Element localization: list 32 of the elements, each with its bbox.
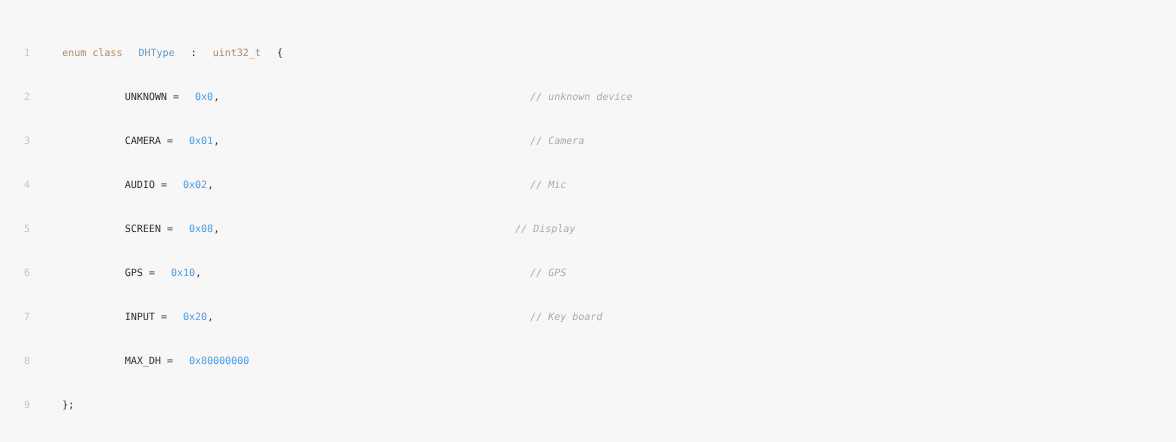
hex-value: 0x10 bbox=[171, 268, 195, 277]
code-text: , bbox=[215, 230, 218, 234]
code-text: , bbox=[209, 186, 212, 190]
hex-value: 0x08 bbox=[189, 224, 213, 233]
hex-value: 0x01 bbox=[189, 136, 213, 145]
code-text: INPUT = bbox=[125, 312, 167, 321]
code-text: , bbox=[209, 318, 212, 322]
code-text: AUDIO = bbox=[125, 180, 167, 189]
code-text: , bbox=[197, 274, 200, 278]
code-text: MAX_DH = bbox=[125, 356, 173, 367]
hex-value: 0x02 bbox=[183, 180, 207, 189]
hex-value: 0x80000000 bbox=[189, 356, 249, 365]
code-comment: // Key board bbox=[530, 312, 603, 323]
code-comment: // GPS bbox=[530, 268, 566, 277]
code-comment: // unknown device bbox=[530, 92, 633, 101]
code-comment: // Camera bbox=[530, 136, 584, 145]
code-keyword: enum class bbox=[62, 48, 122, 57]
hex-value: 0x0 bbox=[195, 92, 213, 101]
code-text: { bbox=[278, 48, 282, 58]
code-comment: // Display bbox=[515, 224, 576, 235]
code-text: CAMERA = bbox=[125, 136, 173, 145]
type-name: DHType bbox=[139, 48, 174, 59]
code-comment: // Mic bbox=[530, 180, 566, 189]
code-text: UNKNOWN = bbox=[125, 92, 179, 101]
code-text: , bbox=[215, 98, 218, 102]
code-text: }; bbox=[63, 400, 72, 410]
code-keyword: uint32_t bbox=[213, 48, 260, 59]
code-text: GPS = bbox=[125, 268, 155, 277]
hex-value: 0x20 bbox=[183, 312, 207, 321]
code-text: , bbox=[215, 142, 218, 146]
code-text: SCREEN = bbox=[125, 224, 173, 233]
code-text: : bbox=[193, 50, 195, 56]
